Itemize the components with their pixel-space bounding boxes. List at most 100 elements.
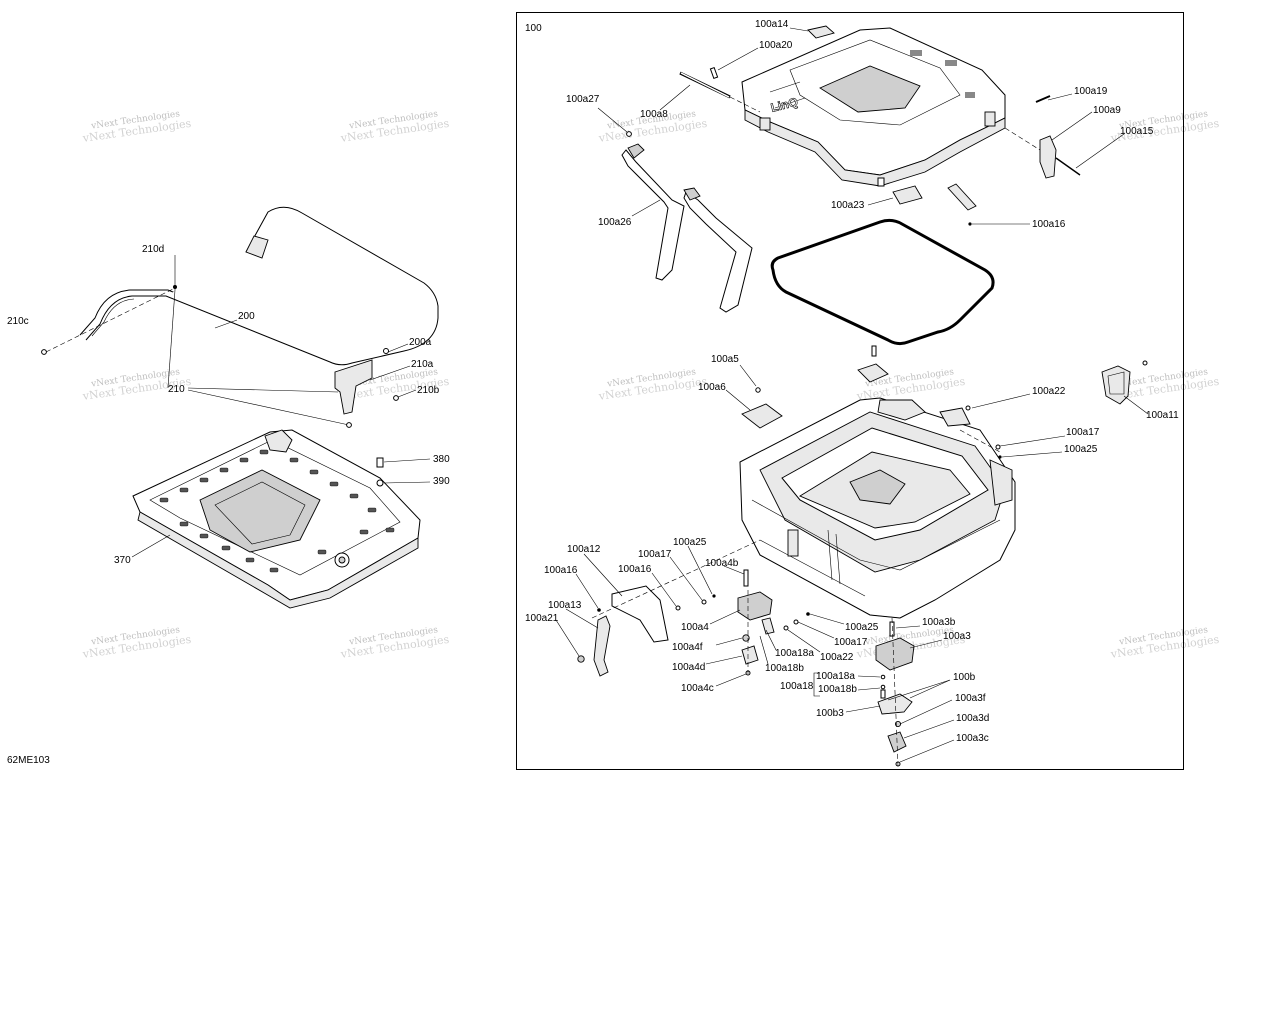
callout-label: 390 xyxy=(433,476,450,487)
leader-100a22-top xyxy=(971,393,1031,409)
lid-assembly: LinQ xyxy=(741,27,1006,187)
callout-label: 100a27 xyxy=(566,94,600,105)
handle-100a22-top xyxy=(939,407,971,427)
leader-100a4c xyxy=(715,673,747,687)
callout-label: 100a19 xyxy=(1074,86,1108,97)
watermark: vNext Technologies vNext Technologies xyxy=(81,109,192,145)
leader-100a17-low xyxy=(797,621,835,639)
callout-label: 100a23 xyxy=(831,200,865,211)
callout-label: 210c xyxy=(7,316,29,327)
callout-label: 100a4c xyxy=(681,683,714,694)
leader-100b3 xyxy=(845,705,881,713)
leader-100a15 xyxy=(1075,133,1125,169)
leader-200 xyxy=(214,319,238,329)
leader-100a25-right xyxy=(1001,451,1063,458)
leader-100a14 xyxy=(789,27,809,32)
leader-100a18a-box xyxy=(857,675,881,678)
plate-100a6 xyxy=(741,403,783,429)
rail-200 xyxy=(79,206,439,415)
callout-label: 200a xyxy=(409,337,432,348)
leader-100a27 xyxy=(597,107,628,133)
leader-210c xyxy=(45,287,176,353)
pin-100a19 xyxy=(1035,95,1051,103)
part-100a4f xyxy=(742,634,750,642)
leader-100a20 xyxy=(717,47,759,71)
callout-label: 100a8 xyxy=(640,109,668,120)
screw-100a4b xyxy=(743,569,749,587)
callout-label: 210b xyxy=(417,385,440,396)
screw-100a5 xyxy=(755,387,761,393)
callout-label: 100a16 xyxy=(618,564,652,575)
leader-210a xyxy=(369,365,411,381)
callout-label: 100a20 xyxy=(759,40,793,51)
callout-label: 100a21 xyxy=(525,613,559,624)
straps-100a26 xyxy=(621,143,753,313)
callout-label: 210 xyxy=(168,384,185,395)
leader-100a8-axis xyxy=(729,96,761,113)
callout-label: 100a18a xyxy=(816,671,855,682)
callout-label: 100a22 xyxy=(820,652,854,663)
callout-label: 100a18a xyxy=(775,648,814,659)
part-100a18a xyxy=(761,617,775,635)
watermark: vNext Technologies vNext Technologies xyxy=(339,109,450,145)
watermark: vNext Technologies vNext Technologies xyxy=(597,367,708,403)
washer-390 xyxy=(376,479,384,487)
leader-100b-b xyxy=(887,679,951,701)
screw-100a3b xyxy=(889,621,895,637)
leader-100a18b-box xyxy=(857,687,881,691)
leader-100a3 xyxy=(909,639,943,649)
leader-100a8 xyxy=(659,84,691,111)
leader-370 xyxy=(131,534,171,558)
bracket-100a16 xyxy=(947,183,977,211)
bolt-210b xyxy=(393,395,399,401)
cargo-plate-370 xyxy=(132,429,421,609)
callout-label: 100a15 xyxy=(1120,126,1154,137)
storage-box xyxy=(739,397,1016,619)
callout-label: 100b3 xyxy=(816,708,844,719)
latch-100a3 xyxy=(875,637,915,671)
leader-100a9 xyxy=(1051,111,1093,141)
callout-label: 100a4 xyxy=(681,622,709,633)
callout-label: 100a14 xyxy=(755,19,789,30)
callout-label: 100a11 xyxy=(1146,410,1179,421)
leader-100a21 xyxy=(555,619,580,657)
leader-100a17-right xyxy=(999,435,1066,447)
leader-100a3d xyxy=(903,719,955,739)
watermark: vNext Technologies vNext Technologies xyxy=(81,625,192,661)
pad-100b xyxy=(877,693,913,715)
leader-100a5 xyxy=(739,364,757,387)
callout-label: 200 xyxy=(238,311,255,322)
callout-label: 100a25 xyxy=(1064,444,1098,455)
pin-100a20 xyxy=(709,66,719,80)
screw-100a27 xyxy=(626,131,632,137)
bolt-210c xyxy=(41,349,47,355)
callout-label: 380 xyxy=(433,454,450,465)
leader-210-c xyxy=(167,289,176,389)
hinge-100a11 xyxy=(1101,365,1131,405)
axis-left-lower xyxy=(591,539,761,619)
leader-100a18a-left xyxy=(765,629,777,651)
callout-label: 100a4f xyxy=(672,642,703,653)
leader-100a23 xyxy=(867,197,894,206)
callout-labels: 100a14 100a20 100a27 100a8 100a19 100a9 … xyxy=(7,19,1179,744)
bolt-210d xyxy=(173,285,177,289)
callout-label: 210a xyxy=(411,359,434,370)
callout-label: 100a18b xyxy=(818,684,857,695)
leader-100a4f xyxy=(715,637,743,646)
gasket xyxy=(770,218,995,346)
callout-label: 100a22 xyxy=(1032,386,1066,397)
callout-label: 100a18 xyxy=(780,681,814,692)
drawing-code: 62ME103 xyxy=(7,755,50,766)
leader-100a3c xyxy=(899,739,955,763)
nut-100a21 xyxy=(577,655,585,663)
latch-100a4 xyxy=(737,591,773,621)
leader-100a6 xyxy=(725,389,751,411)
watermark: vNext Technologies vNext Technologies xyxy=(339,625,450,661)
callout-label: 100a3b xyxy=(922,617,956,628)
leader-100a26 xyxy=(631,199,661,217)
callout-label: 100a12 xyxy=(567,544,601,555)
callout-label: 210d xyxy=(142,244,164,255)
leader-210b xyxy=(397,389,417,398)
part-100a4d xyxy=(741,645,759,665)
group-label-100: 100 xyxy=(525,23,542,34)
